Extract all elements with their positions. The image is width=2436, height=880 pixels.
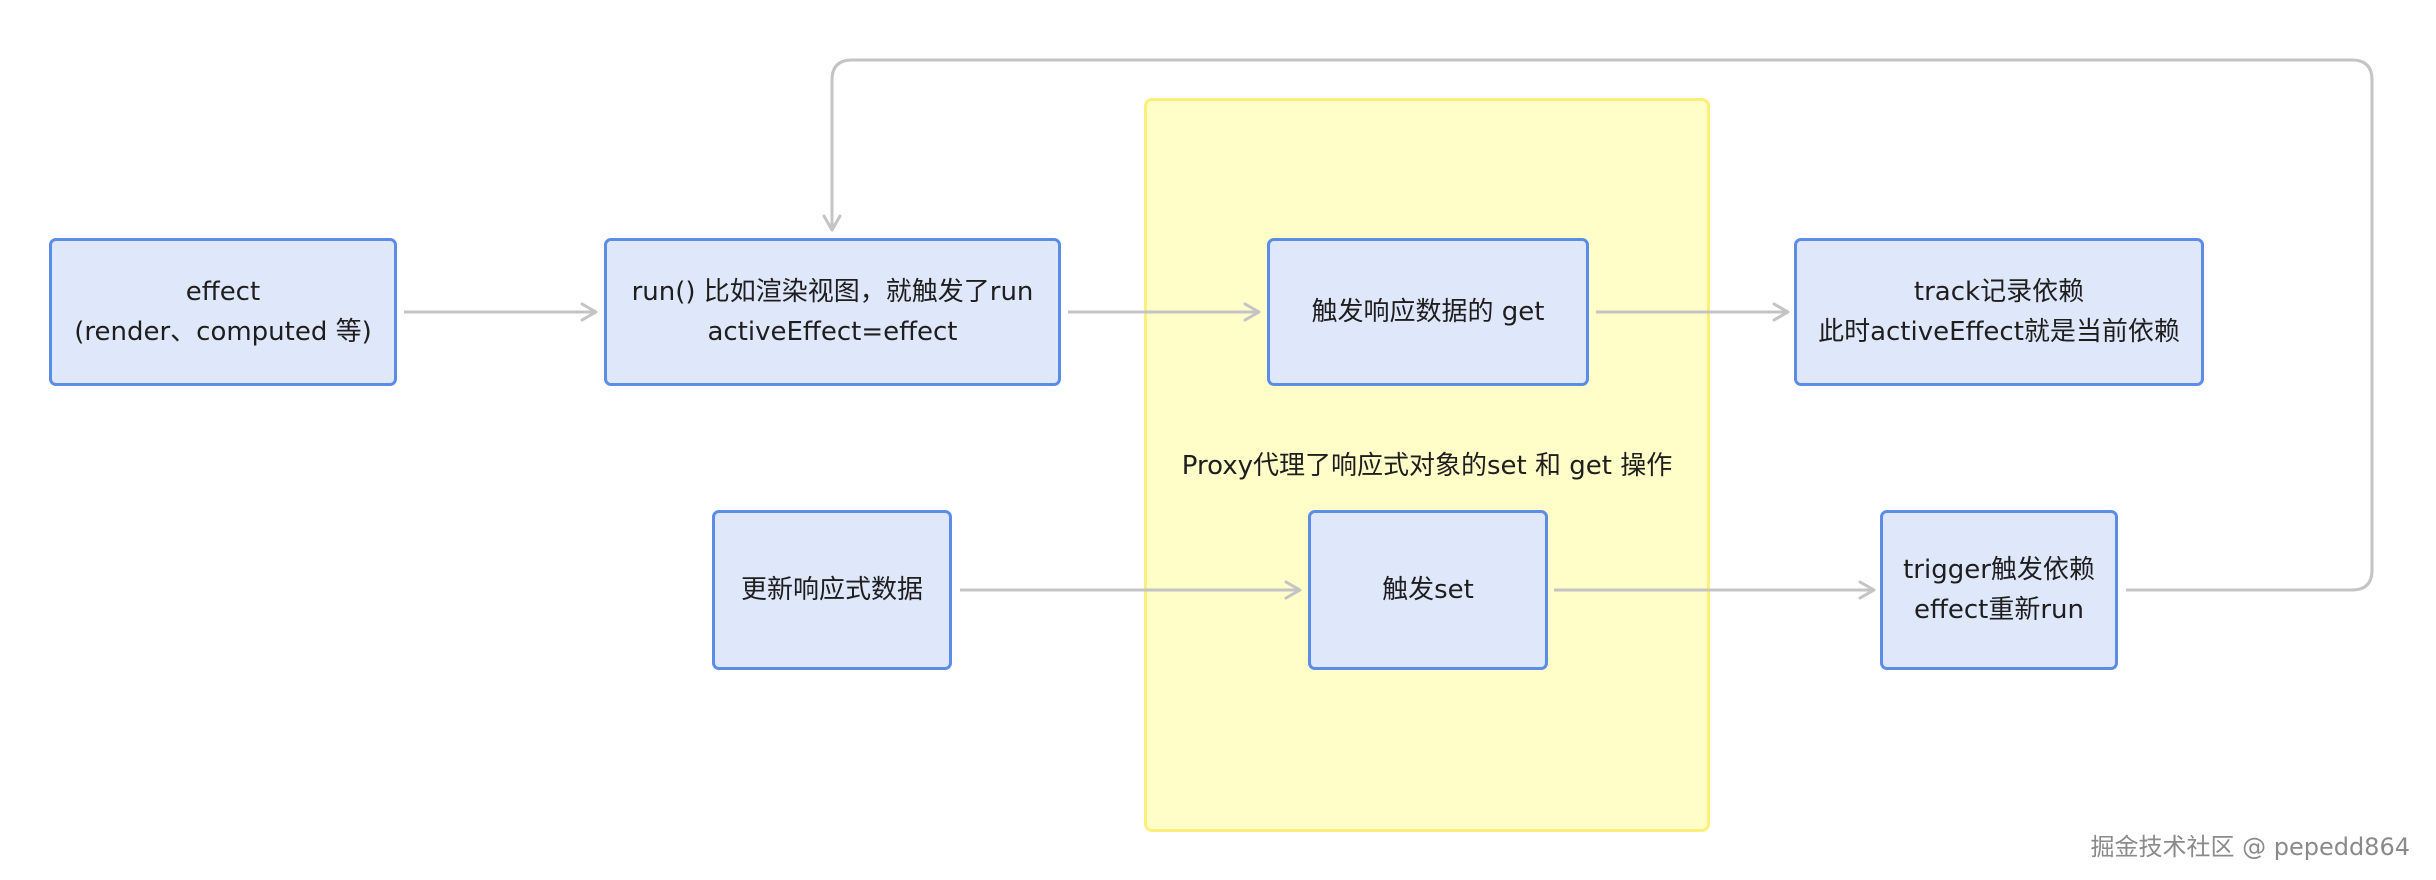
- node-trigger-label: trigger触发依赖 effect重新run: [1903, 555, 2095, 625]
- node-set-label: 触发set: [1382, 575, 1474, 605]
- watermark: 掘金技术社区 @ pepedd864: [2090, 833, 2410, 861]
- node-run-label: run() 比如渲染视图，就触发了run activeEffect=effect: [631, 277, 1034, 347]
- node-get[interactable]: 触发响应数据的 get: [1267, 238, 1589, 386]
- node-update-label: 更新响应式数据: [740, 575, 923, 605]
- node-track-label: track记录依赖 此时activeEffect就是当前依赖: [1818, 277, 2180, 347]
- proxy-region-label: Proxy代理了响应式对象的set 和 get 操作: [1181, 451, 1673, 481]
- node-track[interactable]: track记录依赖 此时activeEffect就是当前依赖: [1794, 238, 2204, 386]
- node-set[interactable]: 触发set: [1308, 510, 1548, 670]
- node-effect-label: effect (render、computed 等): [74, 277, 372, 347]
- node-run[interactable]: run() 比如渲染视图，就触发了run activeEffect=effect: [604, 238, 1061, 386]
- node-trigger[interactable]: trigger触发依赖 effect重新run: [1880, 510, 2118, 670]
- node-get-label: 触发响应数据的 get: [1311, 297, 1545, 327]
- node-effect[interactable]: effect (render、computed 等): [49, 238, 397, 386]
- node-update[interactable]: 更新响应式数据: [712, 510, 952, 670]
